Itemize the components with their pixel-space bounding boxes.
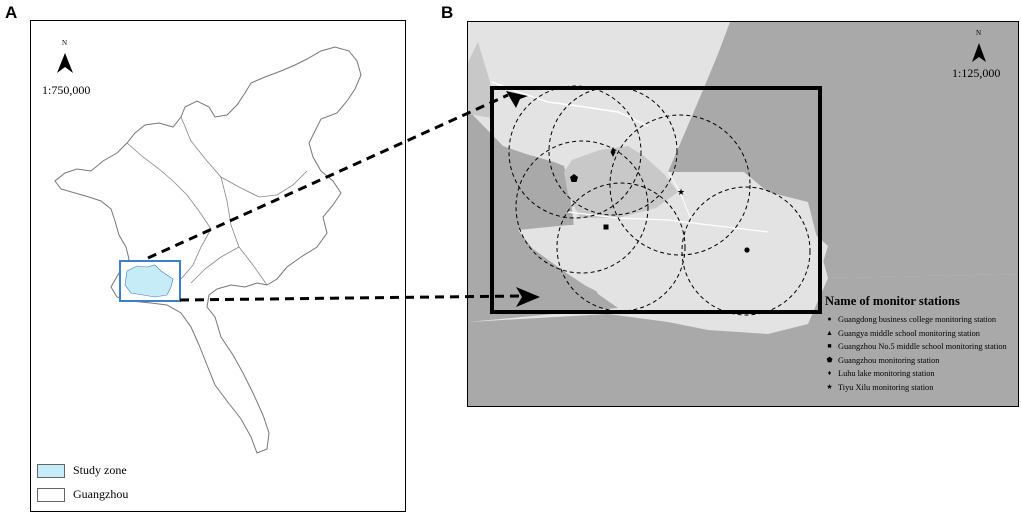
- north-label-b: N: [976, 29, 982, 37]
- circle-icon: ●: [827, 315, 832, 324]
- arrowhead-top: [506, 91, 528, 108]
- station-marker-luhu-lake: [610, 147, 616, 157]
- buffer-circle-luhu-lake: [548, 86, 678, 216]
- legend-item-tiyu-xilu: ★ Tiyu Xilu monitoring station: [825, 381, 1018, 395]
- guangzhou-swatch: [37, 487, 65, 502]
- buffer-circle-guangzhou: [508, 85, 642, 219]
- north-arrow-icon: [972, 43, 986, 62]
- light-band: [518, 220, 828, 318]
- legend-item-guangya: ▲ Guangya middle school monitoring stati…: [825, 327, 1018, 341]
- study-zone-swatch: [37, 463, 65, 478]
- buffer-circle-business-college: [681, 186, 811, 316]
- star-icon: ★: [826, 382, 833, 391]
- overview-map-panel: N 1:750,000 Study zone Guangzhou: [30, 20, 406, 512]
- legend-label-study-zone: Study zone: [73, 463, 127, 477]
- buffer-circle-guangya: [515, 140, 649, 274]
- guangzhou-boundary: [54, 46, 362, 454]
- land-dark-south: [468, 274, 1018, 406]
- station-marker-no5-middle-school: [603, 224, 609, 230]
- scale-a: 1:750,000: [42, 83, 91, 97]
- buffer-circles: [508, 85, 811, 316]
- legend-item-guangzhou: ⬟ Guangzhou monitoring station: [825, 354, 1018, 368]
- legend-label: Guangya middle school monitoring station: [838, 328, 980, 338]
- legend-item-study-zone: Study zone: [37, 463, 127, 478]
- legend-item-business-college: ● Guangdong business college monitoring …: [825, 313, 1018, 327]
- legend-label: Luhu lake monitoring station: [838, 369, 935, 379]
- north-arrow-icon: [57, 53, 73, 73]
- study-zone-map-svg: ★: [468, 22, 1018, 406]
- legend-label: Guangdong business college monitoring st…: [838, 315, 997, 325]
- station-marker-business-college: [744, 247, 750, 253]
- legend-item-no5-middle-school: ■ Guangzhou No.5 middle school monitorin…: [825, 340, 1018, 354]
- legend-label: Tiyu Xilu monitoring station: [838, 382, 934, 392]
- legend-item-luhu-lake: ♦ Luhu lake monitoring station: [825, 367, 1018, 381]
- scale-b: 1:125,000: [952, 66, 1001, 80]
- legend-label: Guangzhou No.5 middle school monitoring …: [838, 342, 1007, 352]
- pentagon-icon: ⬟: [826, 355, 833, 364]
- square-icon: ■: [827, 342, 832, 351]
- diamond-icon: ♦: [827, 369, 832, 378]
- north-label-a: N: [62, 39, 68, 47]
- study-zone-area: [124, 264, 174, 298]
- station-legend: Name of monitor stations ● Guangdong bus…: [825, 294, 1018, 395]
- arrowhead-bottom: [516, 287, 540, 307]
- buffer-circle-no5-middle-school: [556, 182, 686, 312]
- station-legend-title: Name of monitor stations: [825, 294, 960, 308]
- buffer-circle-tiyu-xilu: [609, 114, 751, 256]
- land-mid-nw: [468, 42, 492, 118]
- station-marker-tiyu-xilu: ★: [677, 187, 685, 197]
- panel-b-letter: B: [441, 3, 454, 22]
- study-zone-map-panel: ★ N 1:125,000 Name of monitor stations ●…: [467, 21, 1019, 407]
- legend-label: Guangzhou monitoring station: [838, 355, 940, 365]
- station-marker-guangzhou: [570, 174, 578, 182]
- panel-a-letter: A: [5, 3, 18, 22]
- legend-item-guangzhou: Guangzhou: [37, 487, 128, 502]
- triangle-icon: ▲: [826, 328, 833, 337]
- land-mid-central: [564, 146, 678, 218]
- legend-label-guangzhou: Guangzhou: [73, 487, 129, 501]
